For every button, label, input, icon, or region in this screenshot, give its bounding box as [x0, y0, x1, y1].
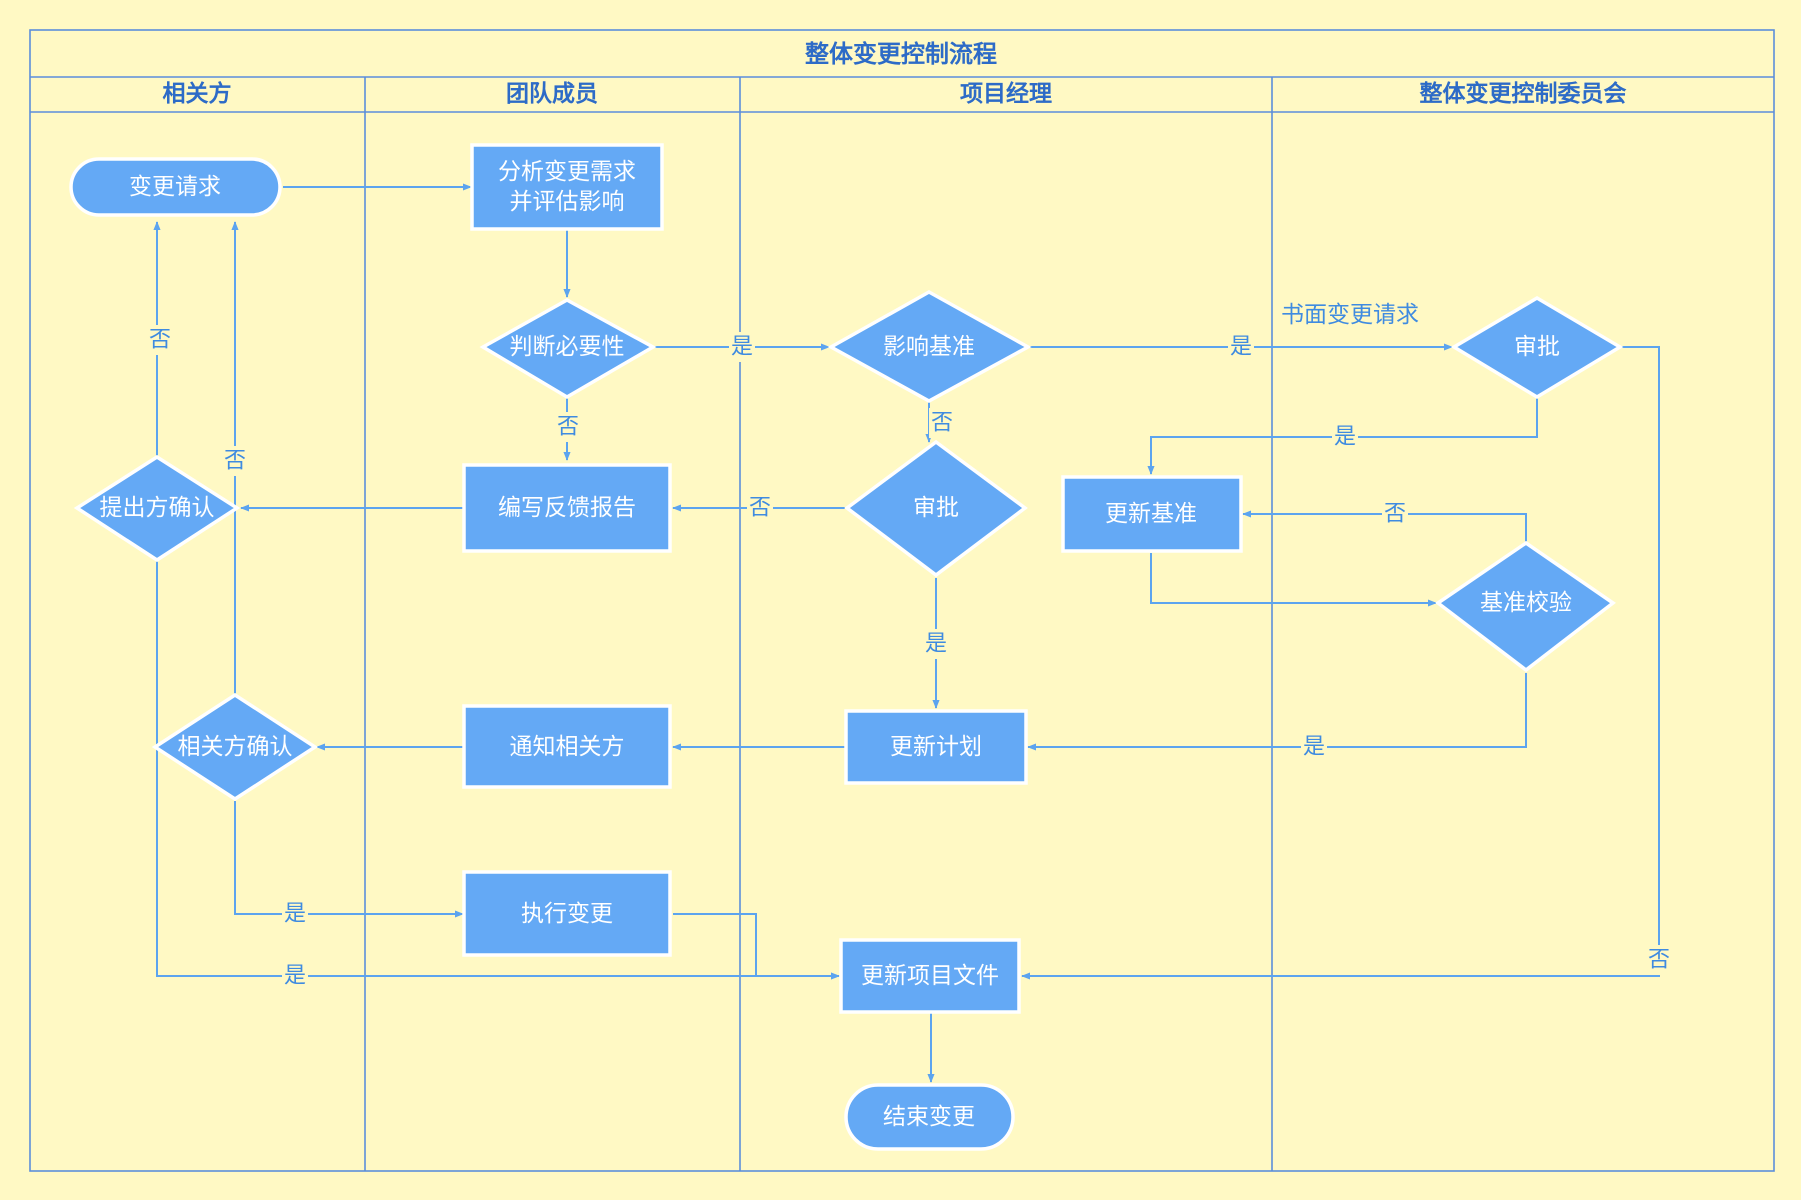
- ccb-approve-decision-node[interactable]: 审批: [1450, 295, 1624, 400]
- analyze-impact-node[interactable]: 分析变更需求 并评估影响: [470, 143, 664, 231]
- affect-baseline-decision-label: 影响基准: [883, 334, 975, 360]
- change-request-node[interactable]: 变更请求: [69, 157, 282, 217]
- label-necessity-yes: 是: [731, 335, 753, 360]
- label-stakeholder-confirm-yes: 是: [284, 902, 306, 927]
- label-pm-approve-yes: 是: [925, 632, 947, 657]
- feedback-report-node[interactable]: 编写反馈报告: [462, 463, 672, 553]
- update-baseline-node[interactable]: 更新基准: [1061, 475, 1243, 553]
- label-baseline-check-yes: 是: [1303, 735, 1325, 760]
- edge-update-baseline-to-baseline-check: [1150, 553, 1437, 607]
- label-baseline-check-no: 否: [1384, 502, 1406, 527]
- update-project-docs-label: 更新项目文件: [861, 963, 999, 989]
- edge-stakeholder-confirm-to-execute: [234, 801, 464, 918]
- written-change-request-note: 书面变更请求: [1281, 302, 1419, 328]
- proposer-confirm-decision-node[interactable]: 提出方确认: [73, 454, 241, 563]
- label-pm-approve-no: 否: [749, 496, 771, 521]
- notify-stakeholders-node[interactable]: 通知相关方: [462, 704, 672, 789]
- swimlane-frame: [29, 29, 1775, 1172]
- label-affect-baseline-no: 否: [931, 411, 953, 436]
- update-baseline-label: 更新基准: [1105, 501, 1197, 527]
- label-proposer-confirm-no: 否: [149, 328, 171, 353]
- baseline-check-decision-node[interactable]: 基准校验: [1435, 540, 1616, 673]
- label-proposer-confirm-yes: 是: [284, 964, 306, 989]
- stakeholder-confirm-decision-node[interactable]: 相关方确认: [151, 692, 319, 802]
- notify-stakeholders-label: 通知相关方: [510, 734, 625, 760]
- label-ccb-approve-yes: 是: [1334, 425, 1356, 450]
- lane-header-team-members: 团队成员: [506, 81, 598, 107]
- stakeholder-confirm-decision-label: 相关方确认: [178, 734, 293, 760]
- label-affect-baseline-yes: 是: [1230, 335, 1252, 360]
- update-project-docs-node[interactable]: 更新项目文件: [839, 938, 1021, 1014]
- lane-header-stakeholders: 相关方: [163, 80, 232, 107]
- lane-header-project-manager: 项目经理: [960, 80, 1052, 107]
- proposer-confirm-decision-label: 提出方确认: [100, 495, 215, 521]
- nodes: 变更请求 分析变更需求 并评估影响 判断必要性 影响基准 审批 提出方确认 编写…: [69, 143, 1624, 1151]
- necessity-decision-label: 判断必要性: [510, 334, 625, 360]
- end-change-node[interactable]: 结束变更: [844, 1083, 1015, 1151]
- edge-ccb-approve-to-update-docs: [1021, 346, 1660, 980]
- label-stakeholder-confirm-no: 否: [224, 449, 246, 474]
- edge-baseline-check-to-update-plan: [1027, 673, 1527, 751]
- affect-baseline-decision-node[interactable]: 影响基准: [827, 289, 1032, 403]
- edge-execute-to-update-docs: [673, 913, 840, 980]
- feedback-report-label: 编写反馈报告: [498, 495, 636, 521]
- diagram-title: 整体变更控制流程: [805, 40, 997, 68]
- execute-change-label: 执行变更: [521, 901, 613, 927]
- change-request-label: 变更请求: [129, 174, 221, 200]
- lane-header-change-control-board: 整体变更控制委员会: [1420, 80, 1627, 107]
- analyze-impact-label-line1: 分析变更需求: [498, 159, 636, 185]
- label-necessity-no: 否: [557, 415, 579, 440]
- necessity-decision-node[interactable]: 判断必要性: [479, 298, 657, 400]
- edges: [153, 183, 1660, 1083]
- update-plan-label: 更新计划: [890, 734, 982, 760]
- edge-labels: 是 是 否 否 否 否 否 是 否 是 是 是 是 否 书面变更请求: [147, 302, 1672, 991]
- pm-approve-decision-label: 审批: [913, 495, 959, 521]
- edge-proposer-confirm-to-update-docs: [156, 560, 840, 980]
- label-ccb-approve-no: 否: [1648, 948, 1670, 973]
- edge-baseline-check-to-update-baseline: [1242, 510, 1527, 543]
- end-change-label: 结束变更: [883, 1104, 975, 1130]
- analyze-impact-label-line2: 并评估影响: [510, 189, 625, 215]
- execute-change-node[interactable]: 执行变更: [462, 870, 672, 957]
- baseline-check-decision-label: 基准校验: [1480, 590, 1572, 616]
- ccb-approve-decision-label: 审批: [1514, 334, 1560, 360]
- pm-approve-decision-node[interactable]: 审批: [844, 439, 1028, 578]
- update-plan-node[interactable]: 更新计划: [844, 709, 1028, 785]
